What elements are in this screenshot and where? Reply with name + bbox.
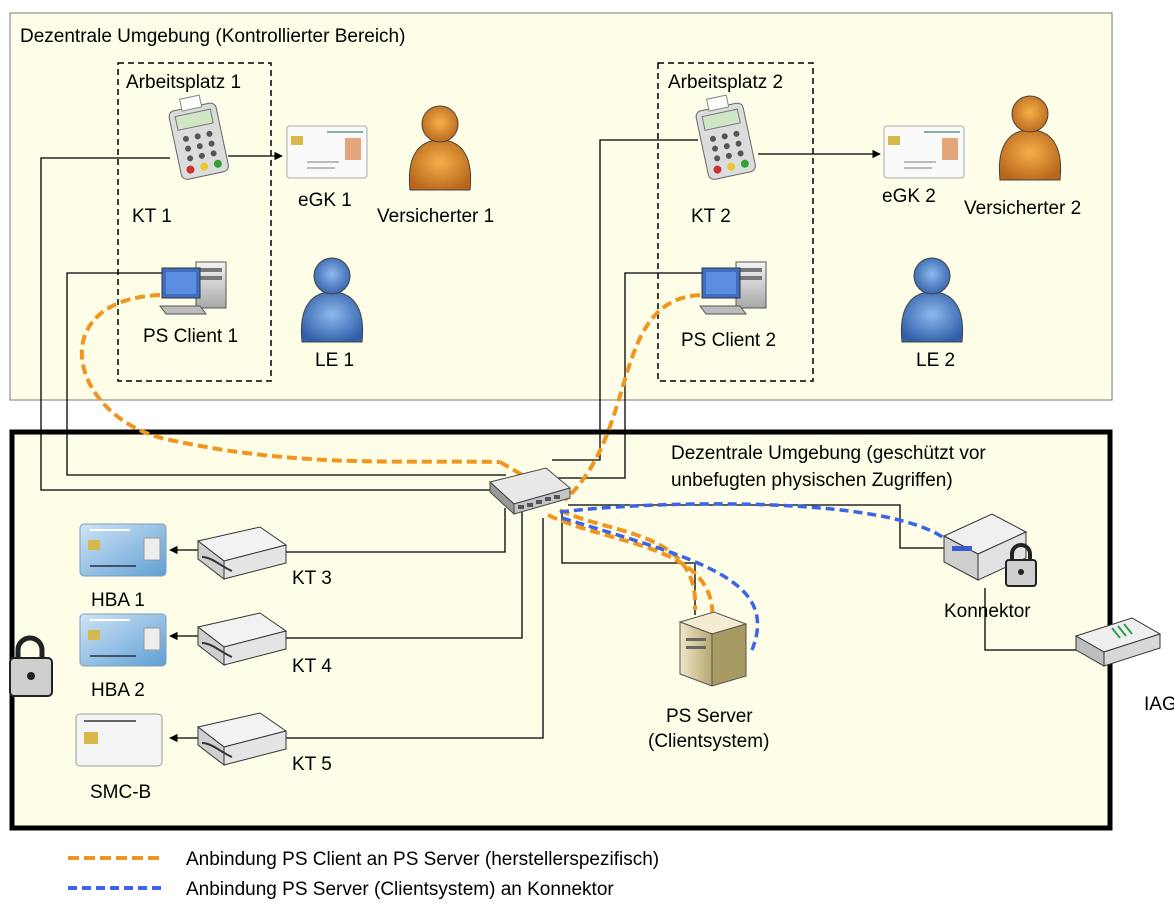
network-switch-icon bbox=[488, 467, 572, 516]
psserver-label-line2: (Clientsystem) bbox=[648, 731, 769, 752]
card-terminal-icon bbox=[695, 94, 756, 180]
konnektor-icon bbox=[942, 513, 1028, 581]
blue-links bbox=[559, 502, 952, 651]
person-insured-icon bbox=[998, 95, 1062, 181]
kt1-label: KT 1 bbox=[132, 206, 172, 227]
kt4-label: KT 4 bbox=[292, 656, 332, 677]
egk2-label: eGK 2 bbox=[882, 186, 936, 207]
person-le-icon bbox=[300, 257, 364, 343]
egk1-label: eGK 1 bbox=[298, 190, 352, 211]
psclient1-label: PS Client 1 bbox=[143, 326, 238, 347]
kt3-label: KT 3 bbox=[292, 568, 332, 589]
egk-card-icon bbox=[286, 125, 368, 179]
person-insured-icon bbox=[408, 105, 472, 191]
person-le-icon bbox=[900, 257, 964, 343]
legend-orange-label: Anbindung PS Client an PS Server (herste… bbox=[186, 849, 659, 870]
le2-label: LE 2 bbox=[916, 350, 955, 371]
versicherter2-label: Versicherter 2 bbox=[964, 198, 1081, 219]
protected-zone-title-line2: unbefugten physischen Zugriffen) bbox=[671, 470, 953, 491]
protected-zone-title-line1: Dezentrale Umgebung (geschützt vor bbox=[671, 443, 986, 464]
iag-router-icon bbox=[1074, 617, 1162, 667]
kt5-label: KT 5 bbox=[292, 754, 332, 775]
hba-card-icon bbox=[79, 613, 167, 667]
lock-icon bbox=[1005, 543, 1037, 587]
smcb-label: SMC-B bbox=[90, 782, 151, 803]
kt2-label: KT 2 bbox=[691, 206, 731, 227]
server-icon bbox=[678, 611, 748, 687]
workstation-2-box bbox=[657, 62, 814, 382]
card-terminal-icon bbox=[168, 94, 229, 180]
controlled-zone-title: Dezentrale Umgebung (Kontrollierter Bere… bbox=[20, 26, 405, 47]
konnektor-label: Konnektor bbox=[944, 601, 1031, 622]
psserver-label-line1: PS Server bbox=[666, 706, 753, 727]
versicherter1-label: Versicherter 1 bbox=[377, 206, 494, 227]
hba2-label: HBA 2 bbox=[91, 680, 145, 701]
workstation-1-title: Arbeitsplatz 1 bbox=[126, 72, 241, 93]
hba1-label: HBA 1 bbox=[91, 590, 145, 611]
hba-card-icon bbox=[79, 523, 167, 577]
psclient2-label: PS Client 2 bbox=[681, 330, 776, 351]
smcb-card-icon bbox=[75, 713, 163, 767]
iag-label: IAG bbox=[1144, 694, 1174, 715]
pc-client-icon bbox=[159, 261, 227, 315]
workstation-2-title: Arbeitsplatz 2 bbox=[668, 72, 783, 93]
legend: Anbindung PS Client an PS Server (herste… bbox=[68, 849, 659, 900]
le1-label: LE 1 bbox=[315, 350, 354, 371]
pc-client-icon bbox=[699, 261, 767, 315]
card-reader-icon bbox=[196, 712, 288, 767]
card-reader-icon bbox=[196, 612, 288, 667]
workstation-1-box bbox=[117, 62, 272, 382]
egk-card-icon bbox=[883, 125, 965, 179]
card-reader-icon bbox=[196, 526, 288, 581]
legend-blue-label: Anbindung PS Server (Clientsystem) an Ko… bbox=[186, 879, 614, 900]
physical-lock-icon bbox=[9, 635, 53, 697]
